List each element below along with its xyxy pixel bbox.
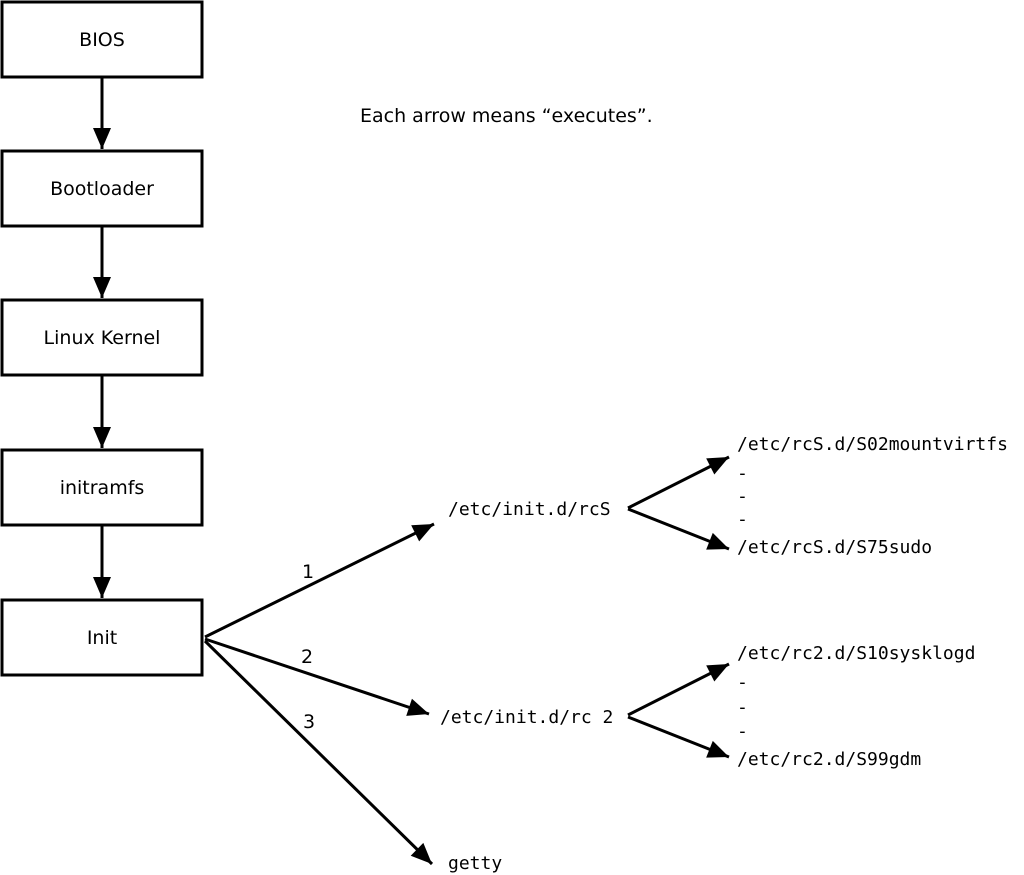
bootloader-box: [0, 149, 204, 228]
linux-kernel-box: [0, 298, 204, 377]
arrow-rcs-to-first-child: [627, 455, 730, 510]
chain-node-init: Init: [0, 598, 204, 677]
init-box: [0, 598, 204, 677]
chain-node-linux-kernel: Linux Kernel: [0, 298, 204, 377]
chain-node-initramfs: initramfs: [0, 448, 204, 527]
arrow-label-1: 1: [302, 561, 314, 583]
bootloader-label: Bootloader: [50, 178, 154, 200]
chain-node-bootloader: Bootloader: [0, 149, 204, 228]
arrow-rc2-to-first-child: [627, 662, 730, 717]
rcs-child-ellipsis-3: -: [737, 509, 748, 530]
script-rcs-label: /etc/init.d/rcS: [448, 499, 611, 520]
bios-label: BIOS: [79, 29, 125, 51]
rc2-child-ellipsis-2: -: [737, 697, 748, 718]
rcs-child-s75sudo: /etc/rcS.d/S75sudo: [737, 537, 932, 558]
arrow-label-3: 3: [303, 711, 315, 733]
bios-box: [0, 0, 204, 79]
linux-kernel-label: Linux Kernel: [44, 327, 161, 349]
arrow-init-to-rc2: [204, 637, 430, 716]
rc2-child-s99gdm: /etc/rc2.d/S99gdm: [737, 749, 921, 770]
arrow-init-to-rcs: [204, 522, 435, 639]
arrow-rc2-to-last-child: [627, 715, 730, 759]
rcs-child-ellipsis-2: -: [737, 486, 748, 507]
arrow-rcs-to-last-child: [627, 507, 730, 551]
chain-node-bios: BIOS: [0, 0, 204, 79]
getty-label: getty: [448, 853, 502, 874]
rc2-child-ellipsis-1: -: [737, 672, 748, 693]
arrow-init-to-getty: [203, 639, 434, 866]
rc2-child-ellipsis-3: -: [737, 721, 748, 742]
initramfs-box: [0, 448, 204, 527]
rc2-child-s10sysklogd: /etc/rc2.d/S10sysklogd: [737, 643, 975, 664]
rcs-child-s02mountvirtfs: /etc/rcS.d/S02mountvirtfs: [737, 434, 1008, 455]
initramfs-label: initramfs: [60, 477, 145, 499]
arrow-label-2: 2: [301, 646, 313, 668]
init-label: Init: [87, 627, 117, 649]
rcs-child-ellipsis-1: -: [737, 463, 748, 484]
legend-note: Each arrow means “executes”.: [360, 105, 653, 127]
script-rc2-label: /etc/init.d/rc 2: [440, 707, 613, 728]
